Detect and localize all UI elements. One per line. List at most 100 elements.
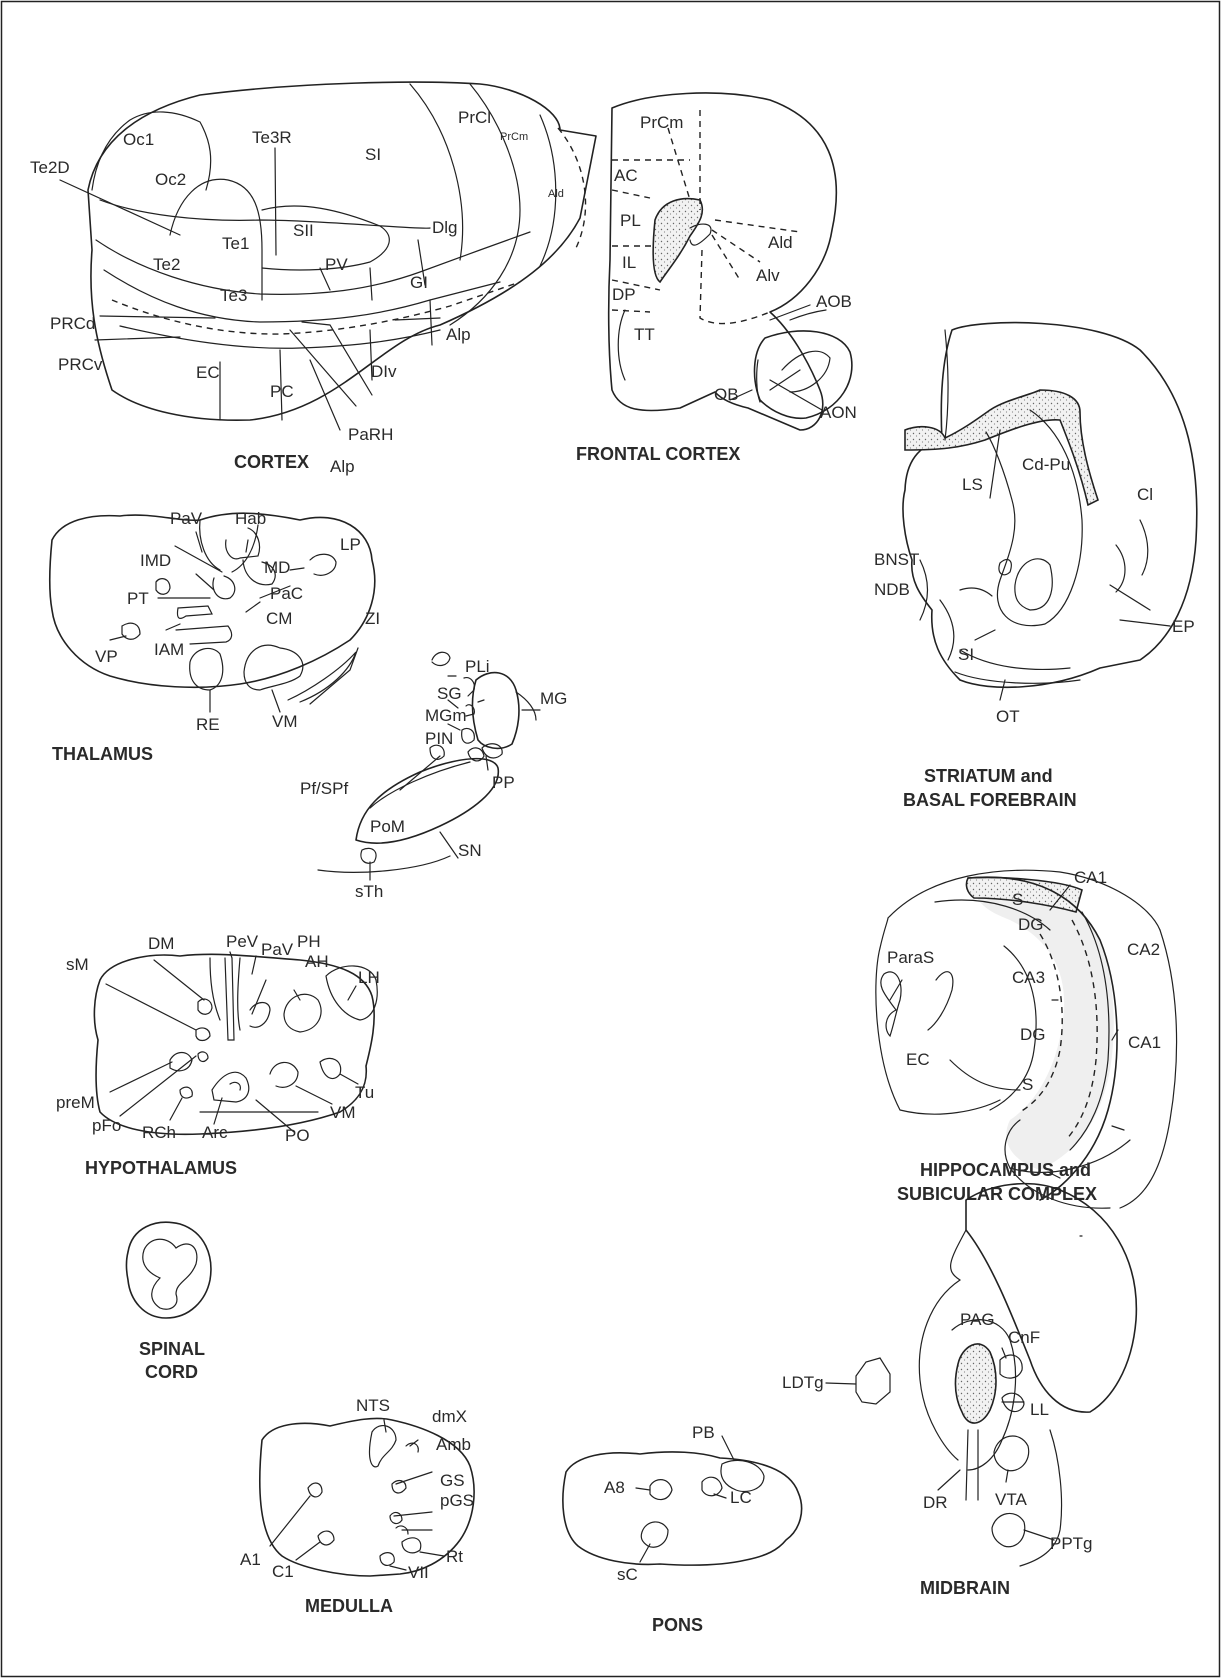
label-sm: sM	[66, 955, 89, 974]
label-lp: LP	[340, 535, 361, 554]
midbrain-drawing	[826, 1184, 1136, 1566]
label-prcm-frontal: PrCm	[640, 113, 683, 132]
label-pag: PAG	[960, 1310, 995, 1329]
label-dg-top: DG	[1018, 915, 1044, 934]
label-rch: RCh	[142, 1123, 176, 1142]
label-si-striatum: SI	[958, 645, 974, 664]
title-striatum-2: BASAL FOREBRAIN	[903, 790, 1077, 810]
label-prcd: PRCd	[50, 314, 95, 333]
label-sth: sTh	[355, 882, 383, 901]
label-pom: PoM	[370, 817, 405, 836]
label-te3: Te3	[220, 286, 247, 305]
label-ca3: CA3	[1012, 968, 1045, 987]
label-pt: PT	[127, 589, 149, 608]
label-dmx: dmX	[432, 1407, 467, 1426]
title-spinal-1: SPINAL	[139, 1339, 205, 1359]
label-pav-thal: PaV	[170, 509, 203, 528]
striatum-labels: LS Cd-Pu Cl BNST NDB SI EP OT STRIATUM a…	[874, 455, 1195, 810]
label-oc1: Oc1	[123, 130, 154, 149]
label-gs: GS	[440, 1471, 465, 1490]
label-pli: PLi	[465, 657, 490, 676]
label-ls: LS	[962, 475, 983, 494]
label-vii: VII	[408, 1563, 429, 1582]
label-pac: PaC	[270, 584, 303, 603]
label-te2d: Te2D	[30, 158, 70, 177]
spinal-cord-drawing	[127, 1222, 211, 1318]
label-te1: Te1	[222, 234, 249, 253]
label-bnst: BNST	[874, 550, 919, 569]
label-imd: IMD	[140, 551, 171, 570]
label-paras: ParaS	[887, 948, 934, 967]
label-dg-bottom: DG	[1020, 1025, 1046, 1044]
label-cd-pu: Cd-Pu	[1022, 455, 1070, 474]
label-re: RE	[196, 715, 220, 734]
label-sn: SN	[458, 841, 482, 860]
label-ob: OB	[714, 385, 739, 404]
label-mg: MG	[540, 689, 567, 708]
label-cm: CM	[266, 609, 292, 628]
label-cnf: CnF	[1008, 1328, 1040, 1347]
title-hippocampus-1: HIPPOCAMPUS and	[920, 1160, 1091, 1180]
midbrain-labels: PAG CnF LDTg LL DR VTA PPTg MIDBRAIN	[782, 1310, 1093, 1598]
label-a1: A1	[240, 1550, 261, 1569]
pons-labels: PB A8 LC sC PONS	[604, 1423, 752, 1635]
label-dp: DP	[612, 285, 636, 304]
label-rt: Rt	[446, 1547, 463, 1566]
label-aob: AOB	[816, 292, 852, 311]
label-ec-hipp: EC	[906, 1050, 930, 1069]
label-dm: DM	[148, 934, 174, 953]
label-ac: AC	[614, 166, 638, 185]
label-ec-cortex: EC	[196, 363, 220, 382]
title-spinal-2: CORD	[145, 1362, 198, 1382]
label-po: PO	[285, 1126, 310, 1145]
label-pc: PC	[270, 382, 294, 401]
label-pev: PeV	[226, 932, 259, 951]
thalamus-labels: PaV Hab LP IMD MD PT PaC CM ZI IAM VP RE…	[52, 509, 380, 764]
label-nts: NTS	[356, 1396, 390, 1415]
label-ldtg: LDTg	[782, 1373, 824, 1392]
label-s-top: S	[1012, 890, 1023, 909]
label-pav-hypo: PaV	[261, 940, 294, 959]
title-medulla: MEDULLA	[305, 1596, 393, 1616]
label-ep: EP	[1172, 617, 1195, 636]
label-pv: PV	[325, 255, 348, 274]
label-aon: AON	[820, 403, 857, 422]
label-c1: C1	[272, 1562, 294, 1581]
label-mgm: MGm	[425, 706, 467, 725]
label-gi: GI	[410, 273, 428, 292]
label-s-bottom: S	[1022, 1075, 1033, 1094]
label-si: SI	[365, 145, 381, 164]
label-sg: SG	[437, 684, 462, 703]
label-pgs: pGS	[440, 1491, 474, 1510]
posterior-thalamus-labels: PLi SG MG MGm PIN PP Pf/SPf PoM SN sTh	[300, 657, 567, 901]
label-arc: Arc	[202, 1123, 228, 1142]
label-tu: Tu	[355, 1083, 374, 1102]
frontal-cortex-drawing	[609, 93, 852, 430]
title-midbrain: MIDBRAIN	[920, 1578, 1010, 1598]
label-vm-hypo: VM	[330, 1103, 356, 1122]
label-a8: A8	[604, 1478, 625, 1497]
pons-drawing	[563, 1436, 802, 1565]
label-ca1-bottom: CA1	[1128, 1033, 1161, 1052]
label-ah: AH	[305, 952, 329, 971]
label-sc: sC	[617, 1565, 638, 1584]
label-lh: LH	[358, 968, 380, 987]
label-pb: PB	[692, 1423, 715, 1442]
label-ald-frontal: Ald	[768, 233, 793, 252]
label-alv: Alv	[756, 266, 780, 285]
label-prcv: PRCv	[58, 355, 103, 374]
label-prem: preM	[56, 1093, 95, 1112]
label-pfo: pFo	[92, 1116, 121, 1135]
label-lc: LC	[730, 1488, 752, 1507]
label-parh: PaRH	[348, 425, 393, 444]
label-md: MD	[264, 558, 290, 577]
title-thalamus: THALAMUS	[52, 744, 153, 764]
label-vta: VTA	[995, 1490, 1027, 1509]
label-tt: TT	[634, 325, 655, 344]
title-hypothalamus: HYPOTHALAMUS	[85, 1158, 237, 1178]
label-cl: Cl	[1137, 485, 1153, 504]
title-striatum-1: STRIATUM and	[924, 766, 1053, 786]
title-pons: PONS	[652, 1615, 703, 1635]
label-pptg: PPTg	[1050, 1534, 1093, 1553]
